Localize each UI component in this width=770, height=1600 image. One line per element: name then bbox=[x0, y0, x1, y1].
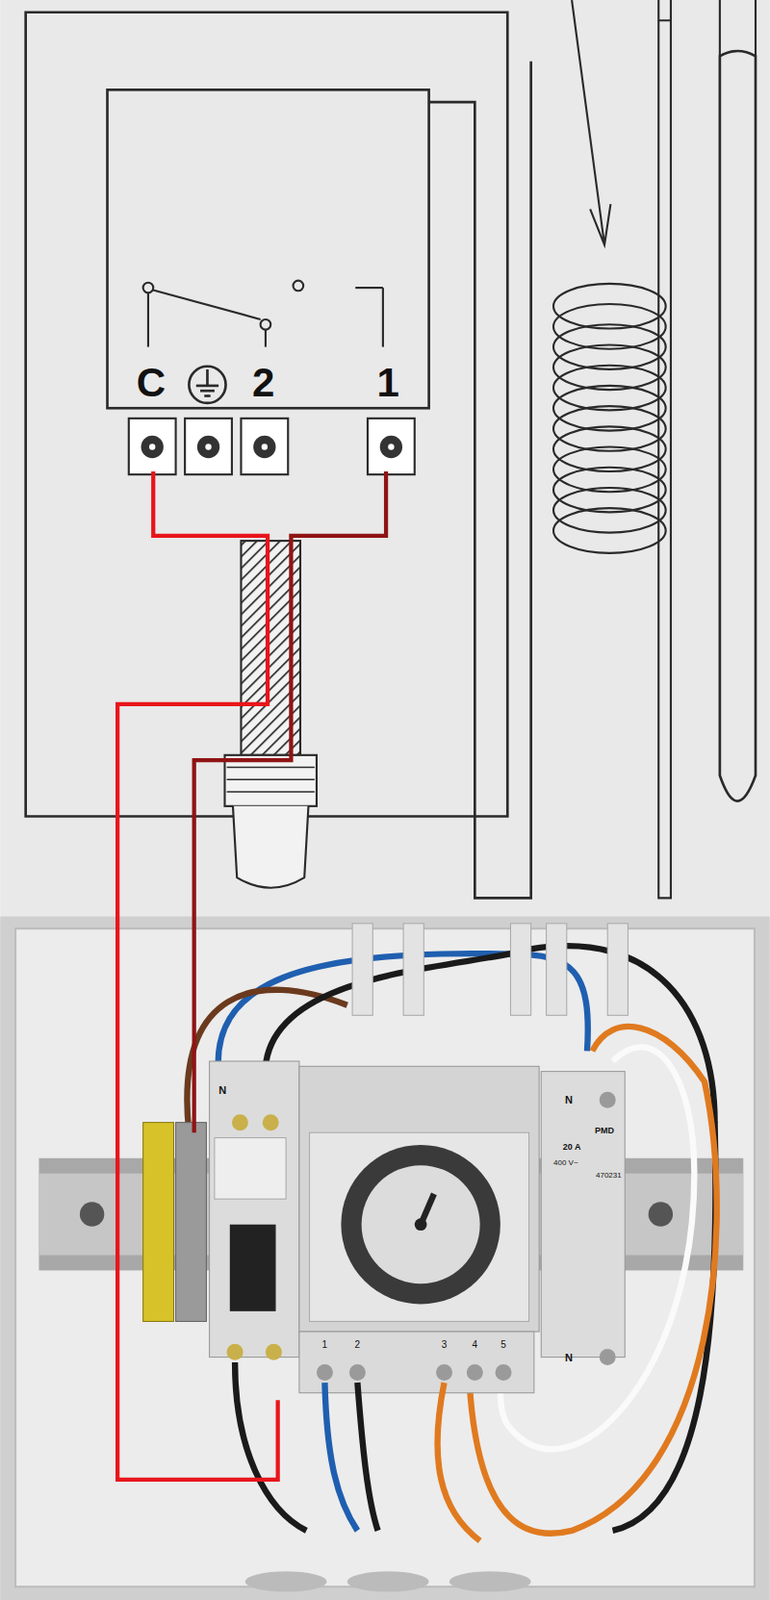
part-marking: 4 bbox=[472, 1340, 479, 1351]
terminal bbox=[128, 418, 177, 475]
timer-window bbox=[309, 1132, 530, 1322]
timer-terminals bbox=[299, 1332, 535, 1394]
screw bbox=[149, 443, 155, 450]
wire-sleeve bbox=[510, 924, 531, 1016]
screw bbox=[349, 1364, 366, 1382]
blue-wire bbox=[324, 1383, 358, 1532]
screw bbox=[380, 436, 403, 459]
part-marking: 5 bbox=[500, 1340, 507, 1351]
switch-contacts bbox=[143, 281, 384, 348]
sensor-bulb bbox=[719, 51, 756, 802]
capillary-coil bbox=[553, 283, 667, 554]
wire-sleeve bbox=[546, 924, 567, 1016]
terminal bbox=[240, 418, 288, 475]
black-wire bbox=[357, 1383, 378, 1532]
grommet bbox=[245, 1571, 328, 1592]
part-marking: PMD bbox=[594, 1127, 615, 1136]
grommet bbox=[449, 1571, 532, 1592]
screw bbox=[495, 1364, 513, 1382]
screw bbox=[227, 1344, 244, 1361]
bulb-lead bbox=[719, 0, 756, 56]
part-marking: 20 A bbox=[563, 1143, 582, 1153]
capillary-tube bbox=[658, 0, 671, 21]
wire-sleeve bbox=[607, 924, 628, 1016]
screw bbox=[197, 436, 220, 459]
cable-gland bbox=[224, 755, 316, 807]
screw bbox=[261, 443, 268, 450]
time-switch bbox=[299, 1066, 539, 1333]
part-marking: 470231 bbox=[595, 1172, 622, 1181]
breaker-plate bbox=[214, 1138, 286, 1201]
screw bbox=[387, 443, 394, 450]
cable-gland bbox=[232, 806, 308, 889]
breaker-toggle bbox=[230, 1225, 277, 1312]
wire-terminal bbox=[176, 1123, 207, 1323]
screw bbox=[599, 1092, 616, 1109]
part-marking: N bbox=[564, 1352, 573, 1363]
screw bbox=[436, 1364, 453, 1382]
screw bbox=[265, 1344, 283, 1361]
red-wire bbox=[117, 471, 279, 1481]
timer-dial bbox=[361, 1165, 481, 1284]
terminal-label: 1 bbox=[376, 362, 399, 404]
contactor bbox=[540, 1072, 625, 1359]
ground-symbol bbox=[188, 366, 226, 404]
rail-screw bbox=[648, 1202, 673, 1227]
earth-terminal bbox=[143, 1123, 175, 1323]
part-marking: 2 bbox=[355, 1340, 361, 1351]
part-marking: 400 V~ bbox=[553, 1159, 579, 1168]
screw bbox=[316, 1364, 334, 1382]
enclosure-inner bbox=[15, 928, 755, 1588]
terminal bbox=[184, 418, 232, 475]
switch-box bbox=[107, 89, 430, 409]
part-marking: 1 bbox=[322, 1340, 329, 1351]
terminal-block bbox=[128, 418, 415, 475]
wire-sleeve bbox=[352, 924, 373, 1016]
screw bbox=[231, 1114, 249, 1131]
part-marking: 3 bbox=[441, 1340, 448, 1351]
timer-dial bbox=[340, 1145, 500, 1305]
orange-wire bbox=[436, 1383, 480, 1541]
wire-sleeve bbox=[403, 924, 424, 1016]
circuit-breaker bbox=[209, 1061, 300, 1359]
capillary-guide bbox=[429, 61, 532, 899]
screw bbox=[466, 1364, 484, 1382]
timer-hub bbox=[414, 1218, 428, 1232]
black-wire bbox=[234, 1362, 307, 1532]
direction-arrow bbox=[571, 0, 611, 246]
rail-screw bbox=[79, 1202, 104, 1227]
terminal-label: C bbox=[136, 362, 166, 404]
part-marking: N bbox=[564, 1095, 573, 1106]
terminal bbox=[367, 418, 415, 475]
dark-red-wire bbox=[194, 471, 386, 1133]
terminal-label: 2 bbox=[252, 362, 275, 404]
screw bbox=[262, 1114, 280, 1131]
grommet bbox=[347, 1571, 430, 1592]
screw bbox=[205, 443, 211, 450]
screw bbox=[141, 436, 164, 459]
gland-thread bbox=[227, 768, 315, 793]
screw bbox=[599, 1349, 616, 1366]
screw bbox=[253, 436, 276, 459]
part-marking: N bbox=[218, 1084, 227, 1096]
